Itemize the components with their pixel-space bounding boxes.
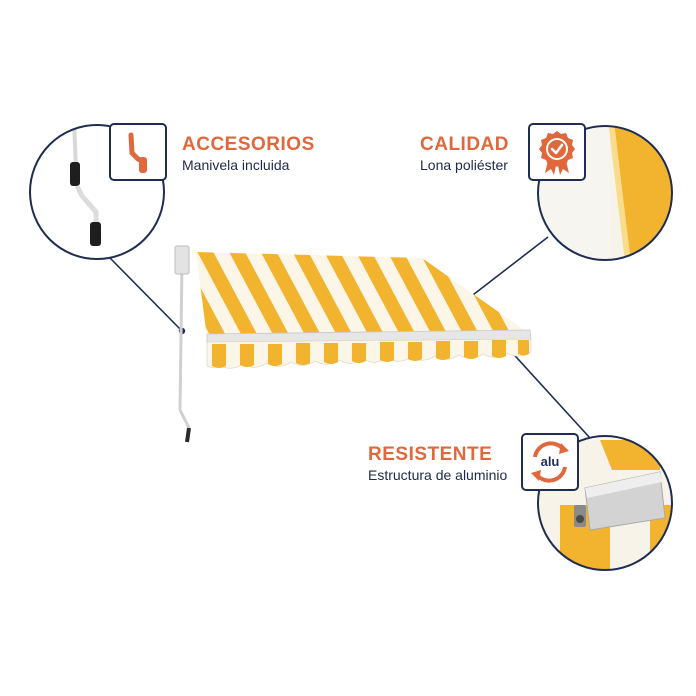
feature-resistant: RESISTENTE Estructura de aluminio	[368, 444, 507, 484]
feature-accessories: ACCESORIOS Manivela incluida	[182, 134, 315, 174]
awning-canvas	[196, 252, 530, 338]
aluminium-recycle-icon: alu	[521, 433, 579, 491]
awning-valance	[206, 338, 532, 369]
feature-title: RESISTENTE	[368, 444, 493, 465]
feature-quality: CALIDAD Lona poliéster	[420, 134, 509, 174]
feature-subtitle: Lona poliéster	[420, 157, 508, 173]
alu-icon-text: alu	[541, 454, 560, 469]
crank-rod	[178, 258, 191, 443]
feature-title: ACCESORIOS	[182, 134, 315, 155]
award-rosette-icon	[528, 123, 586, 181]
feature-title: CALIDAD	[420, 134, 509, 155]
crank-handle-icon	[109, 123, 167, 181]
feature-subtitle: Manivela incluida	[182, 157, 290, 173]
feature-subtitle: Estructura de aluminio	[368, 467, 508, 483]
zoom-circle-aluminium	[537, 435, 673, 571]
